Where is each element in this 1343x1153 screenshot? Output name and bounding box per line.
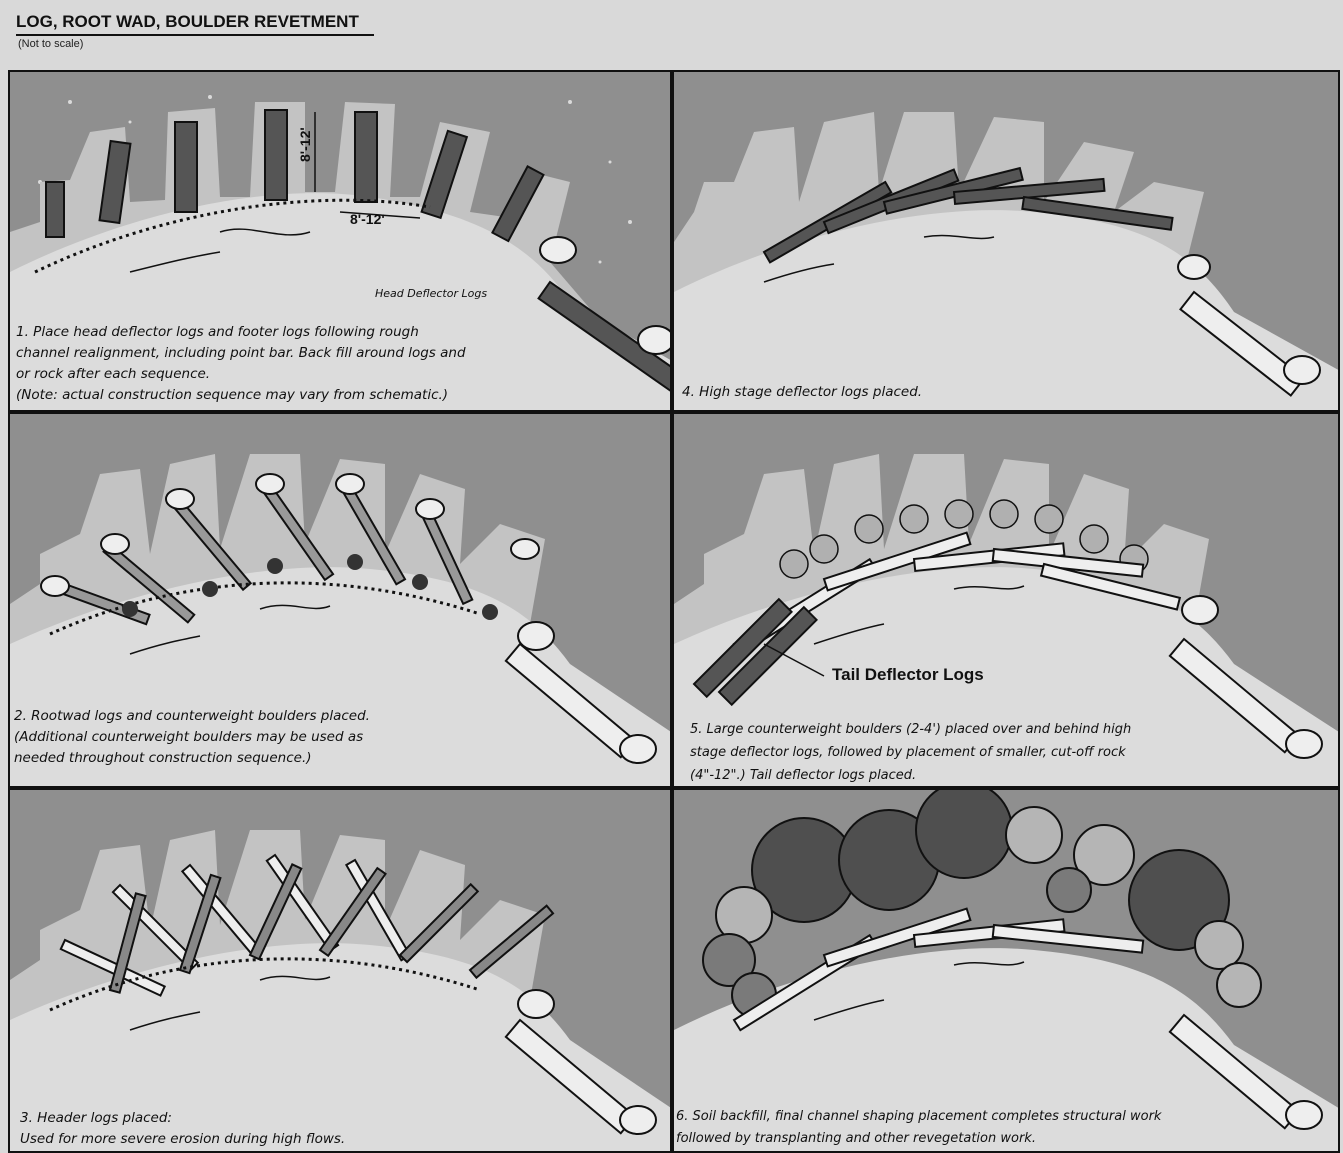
caption-line: 6. Soil backfill, final channel shaping … [676, 1106, 1161, 1128]
page-subtitle: (Not to scale) [18, 38, 83, 50]
caption-line: followed by transplanting and other reve… [676, 1128, 1161, 1150]
caption-line: (4"-12".) Tail deflector logs placed. [690, 764, 1131, 787]
panel-step-3: 3. Header logs placed: Used for more sev… [8, 788, 672, 1153]
caption-step-5: 5. Large counterweight boulders (2-4') p… [690, 718, 1131, 787]
head-deflector-label: Head Deflector Logs [375, 287, 487, 300]
panel-3-illustration [10, 790, 672, 1153]
tail-deflector-label: Tail Deflector Logs [832, 665, 984, 684]
caption-line: 4. High stage deflector logs placed. [682, 382, 922, 403]
panel-step-4: 4. High stage deflector logs placed. [672, 70, 1340, 412]
panel-step-2: 2. Rootwad logs and counterweight boulde… [8, 412, 672, 788]
panel-6-illustration [674, 790, 1340, 1153]
caption-line: 2. Rootwad logs and counterweight boulde… [14, 706, 370, 727]
panel-step-1: 8'-12' 8'-12' Head Deflector Logs 1. Pla… [8, 70, 672, 412]
panel-4-illustration [674, 72, 1340, 412]
caption-line: or rock after each sequence. [16, 364, 466, 385]
caption-line: (Note: actual construction sequence may … [16, 385, 466, 406]
caption-step-3: 3. Header logs placed: Used for more sev… [20, 1108, 345, 1150]
caption-line: channel realignment, including point bar… [16, 343, 466, 364]
caption-line: Used for more severe erosion during high… [20, 1129, 345, 1150]
caption-step-6: 6. Soil backfill, final channel shaping … [676, 1106, 1161, 1150]
caption-line: 3. Header logs placed: [20, 1108, 345, 1129]
caption-line: 5. Large counterweight boulders (2-4') p… [690, 718, 1131, 741]
caption-step-1: 1. Place head deflector logs and footer … [16, 322, 466, 406]
caption-step-2: 2. Rootwad logs and counterweight boulde… [14, 706, 370, 769]
caption-step-4: 4. High stage deflector logs placed. [682, 382, 922, 403]
dim-vertical-label: 8'-12' [297, 127, 313, 162]
dim-horizontal-label: 8'-12' [350, 211, 385, 227]
caption-line: stage deflector logs, followed by placem… [690, 741, 1131, 764]
caption-line: (Additional counterweight boulders may b… [14, 727, 370, 748]
panel-step-5: Tail Deflector Logs 5. Large counterweig… [672, 412, 1340, 788]
panel-step-6: 6. Soil backfill, final channel shaping … [672, 788, 1340, 1153]
page-title: LOG, ROOT WAD, BOULDER REVETMENT [16, 12, 374, 36]
caption-line: 1. Place head deflector logs and footer … [16, 322, 466, 343]
caption-line: needed throughout construction sequence.… [14, 748, 370, 769]
